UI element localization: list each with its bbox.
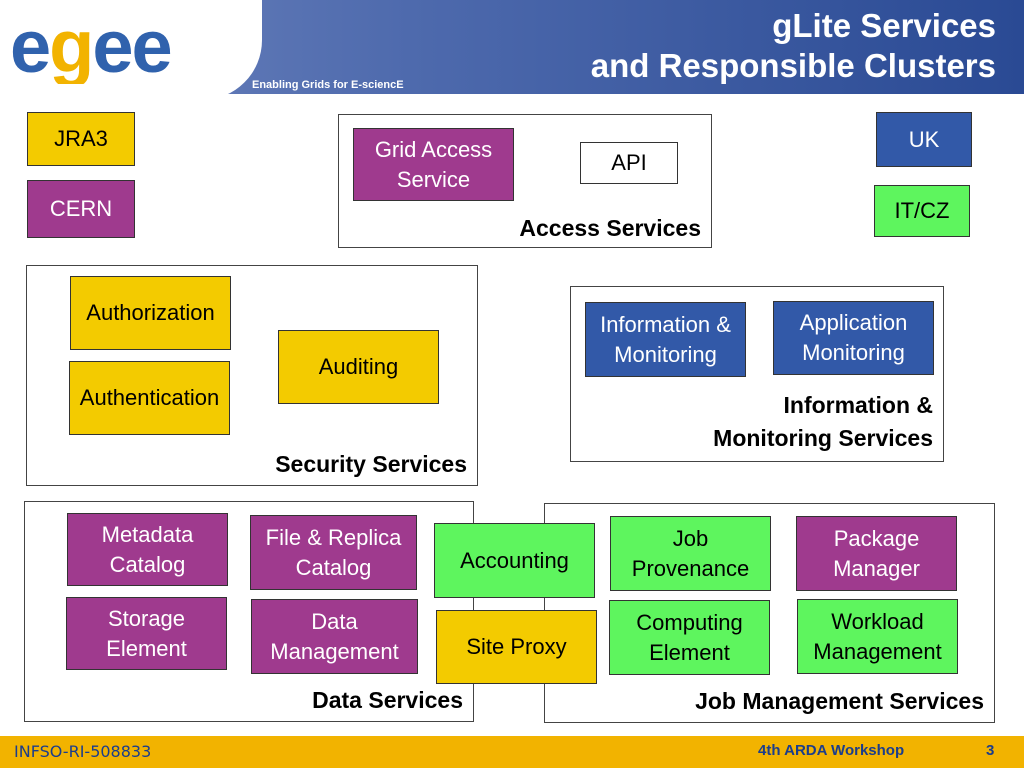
storage-element-line1: Storage: [107, 605, 186, 631]
storage-element-line2: Element: [106, 635, 187, 661]
info-monitoring-label-line1: Information &: [783, 392, 934, 418]
footer-bar: [0, 736, 1024, 768]
file-replica-catalog-line1: File & Replica: [265, 524, 402, 550]
workload-management-line2: Management: [813, 638, 942, 664]
workload-management-box: Workload Management: [797, 599, 958, 674]
computing-element-box: Computing Element: [609, 600, 770, 675]
grid-access-line1: Grid Access: [374, 136, 493, 162]
legend-cern: CERN: [27, 180, 135, 238]
egee-logo: egee: [10, 14, 173, 84]
footer-project-id: INFSO-RI-508833: [14, 742, 152, 761]
data-management-line1: Data: [311, 608, 358, 634]
authentication-label: Authentication: [79, 385, 220, 410]
info-monitoring-box: Information & Monitoring: [585, 302, 746, 377]
application-monitoring-line1: Application: [799, 310, 908, 335]
accounting-box: Accounting: [434, 523, 595, 598]
job-provenance-box: Job Provenance: [610, 516, 771, 591]
job-management-label: Job Management Services: [695, 688, 984, 714]
logo-background: [0, 0, 262, 100]
data-management-box: Data Management: [251, 599, 418, 674]
job-provenance-line2: Provenance: [631, 555, 750, 581]
info-monitoring-line1: Information &: [600, 311, 731, 337]
authentication-box: Authentication: [69, 361, 230, 435]
grid-access-line2: Service: [396, 166, 471, 192]
auditing-box: Auditing: [278, 330, 439, 404]
workload-management-line1: Workload: [831, 608, 924, 634]
site-proxy-box: Site Proxy: [436, 610, 597, 684]
authorization-label: Authorization: [86, 300, 215, 325]
legend-cern-label: CERN: [49, 196, 113, 221]
data-services-label: Data Services: [312, 687, 463, 713]
svg-text:egee: egee: [10, 14, 171, 84]
package-manager-box: Package Manager: [796, 516, 957, 591]
file-replica-catalog-box: File & Replica Catalog: [250, 515, 417, 590]
footer-event: 4th ARDA Workshop: [758, 742, 905, 759]
legend-itcz-label: IT/CZ: [894, 198, 950, 223]
info-monitoring-label-line2: Monitoring Services: [713, 425, 933, 451]
legend-jra3-label: JRA3: [54, 126, 108, 151]
application-monitoring-box: Application Monitoring: [773, 301, 934, 375]
metadata-catalog-box: Metadata Catalog: [67, 513, 228, 586]
legend-uk: UK: [876, 112, 972, 167]
job-provenance-line1: Job: [672, 525, 709, 551]
slide-title-line2: and Responsible Clusters: [590, 47, 996, 84]
api-label: API: [611, 150, 647, 175]
metadata-catalog-line1: Metadata: [101, 521, 194, 547]
authorization-box: Authorization: [70, 276, 231, 350]
legend-itcz: IT/CZ: [874, 185, 970, 237]
computing-element-line2: Element: [649, 639, 730, 665]
file-replica-catalog-line2: Catalog: [295, 554, 372, 580]
storage-element-box: Storage Element: [66, 597, 227, 670]
access-services-label: Access Services: [519, 215, 701, 241]
logo-tagline: Enabling Grids for E-sciencE: [252, 79, 404, 91]
footer-page-number: 3: [986, 742, 995, 759]
computing-element-line1: Computing: [636, 609, 743, 635]
data-management-line2: Management: [270, 638, 399, 664]
slide-title-line1: gLite Services: [772, 7, 996, 44]
package-manager-line2: Manager: [833, 555, 920, 581]
legend-uk-label: UK: [908, 126, 940, 152]
info-monitoring-line2: Monitoring: [614, 341, 717, 367]
grid-access-service-box: Grid Access Service: [353, 128, 514, 201]
slide-title: gLite Services and Responsible Clusters: [591, 6, 996, 86]
accounting-label: Accounting: [460, 547, 569, 573]
legend-jra3: JRA3: [27, 112, 135, 166]
metadata-catalog-line2: Catalog: [109, 551, 186, 577]
api-box: API: [580, 142, 678, 184]
auditing-label: Auditing: [318, 354, 399, 379]
security-services-label: Security Services: [275, 451, 467, 477]
package-manager-line1: Package: [833, 525, 920, 551]
application-monitoring-line2: Monitoring: [802, 340, 905, 365]
info-monitoring-label: Information & Monitoring Services: [713, 389, 933, 455]
site-proxy-label: Site Proxy: [466, 634, 567, 659]
